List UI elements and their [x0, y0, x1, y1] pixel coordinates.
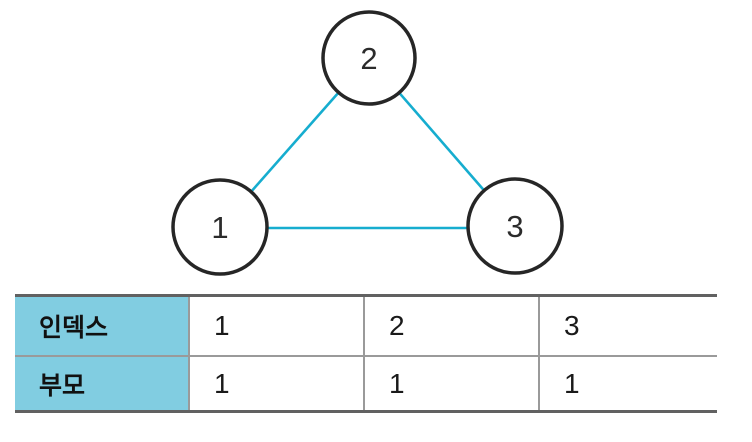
node-1-label: 1 [211, 210, 228, 245]
cell-index-1: 1 [190, 297, 365, 355]
node-3-label: 3 [506, 209, 523, 244]
graph-diagram: 1 2 3 [171, 10, 564, 276]
table-row-index: 인덱스 1 2 3 [15, 297, 717, 357]
node-3-circle [466, 177, 564, 275]
row-header-index: 인덱스 [15, 297, 190, 355]
table-row-parent: 부모 1 1 1 [15, 357, 717, 410]
cell-index-3: 3 [540, 297, 717, 355]
node-2-circle [321, 10, 417, 106]
row-header-parent: 부모 [15, 357, 190, 410]
node-2-label: 2 [360, 41, 377, 76]
cell-parent-2: 1 [365, 357, 540, 410]
graph-node-3: 3 [466, 177, 564, 275]
graph-node-1: 1 [171, 178, 269, 276]
cell-parent-3: 1 [540, 357, 717, 410]
graph-node-2: 2 [321, 10, 417, 106]
node-1-circle [171, 178, 269, 276]
parent-table: 인덱스 1 2 3 부모 1 1 1 [15, 294, 717, 413]
cell-parent-1: 1 [190, 357, 365, 410]
cell-index-2: 2 [365, 297, 540, 355]
